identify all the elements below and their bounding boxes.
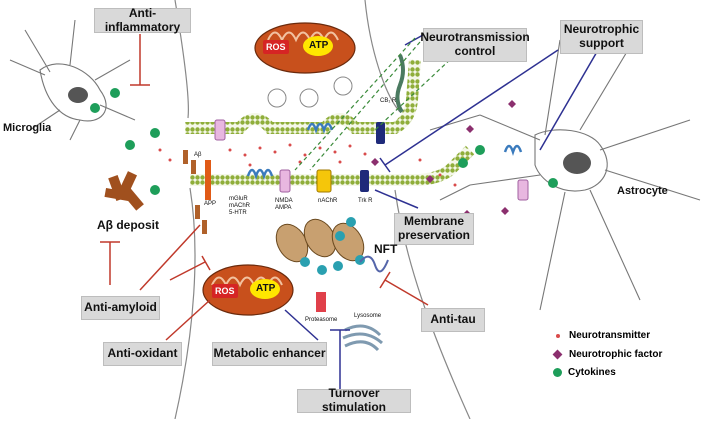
label-microglia: Microglia xyxy=(3,122,52,134)
label-trkr: Trk R xyxy=(358,198,373,204)
label-ros-top: ROS xyxy=(266,42,286,52)
legend-cytokines: Cytokines xyxy=(553,367,616,378)
label-astrocyte: Astrocyte xyxy=(617,185,668,197)
tau-tangles xyxy=(275,218,365,263)
nft-strands xyxy=(359,255,389,273)
legend-cytokines-label: Cytokines xyxy=(568,367,616,378)
legend-neurotrophic-factor-label: Neurotrophic factor xyxy=(569,349,663,360)
neurotrophic-legend-marker xyxy=(552,349,563,360)
neurotrophic-factor-marks xyxy=(371,100,516,218)
box-anti-inflammatory: Anti-inflammatory xyxy=(94,6,191,33)
receptor-nachr xyxy=(316,169,332,193)
microglia-cell xyxy=(9,19,136,141)
label-atp-top: ATP xyxy=(309,40,329,51)
neurotransmission-dashed xyxy=(294,37,456,171)
label-abeta: Aβ xyxy=(194,152,202,158)
box-neurotransmission-control: Neurotransmission control xyxy=(420,28,530,62)
proteasome xyxy=(316,292,326,312)
label-proteasome: Proteasome xyxy=(305,317,338,323)
box-turnover-stimulation: Turnover stimulation xyxy=(297,386,411,414)
neurotransmitter-legend-marker xyxy=(556,333,560,338)
label-lysosome: Lysosome xyxy=(354,313,382,319)
label-nachr: nAChR xyxy=(318,198,338,204)
cytokine-legend-marker xyxy=(553,368,562,377)
receptor-astro-pink xyxy=(517,179,529,201)
legend-neurotrophic-factor: Neurotrophic factor xyxy=(552,349,663,360)
box-anti-amyloid: Anti-amyloid xyxy=(81,296,160,320)
abeta-fragments xyxy=(183,150,207,234)
receptor-mglur xyxy=(246,168,274,180)
mitochondrion-bottom xyxy=(202,264,294,316)
receptor-trkr xyxy=(360,170,369,192)
inhibition-lines xyxy=(100,34,429,341)
box-anti-oxidant: Anti-oxidant xyxy=(103,342,182,366)
lysosome xyxy=(342,324,383,352)
label-ampa: AMPA xyxy=(275,205,292,211)
receptor-pre-blue xyxy=(306,122,334,134)
receptor-pre-pink xyxy=(214,119,226,141)
support-lines xyxy=(284,34,599,390)
receptor-astro-blue xyxy=(503,144,523,156)
label-5htr: 5-HTR xyxy=(229,210,247,216)
label-atp-bottom: ATP xyxy=(256,283,276,294)
app-protein xyxy=(205,160,211,200)
label-cb1r: CB₁ R xyxy=(380,98,397,104)
legend-neurotransmitter-label: Neurotransmitter xyxy=(569,330,651,341)
postsynaptic-neuron-outline xyxy=(174,187,196,420)
presynaptic-membrane xyxy=(185,59,421,134)
astrocyte-cell xyxy=(429,29,701,311)
receptor-nmda xyxy=(279,169,291,193)
receptor-cb1r xyxy=(395,54,405,114)
legend-neurotransmitter: Neurotransmitter xyxy=(553,330,650,341)
box-membrane-preservation: Membrane preservation xyxy=(394,213,474,245)
postsynaptic-membrane xyxy=(190,145,475,186)
presynaptic-neuron-outline xyxy=(364,0,401,113)
label-app: APP xyxy=(204,201,217,207)
abeta-deposit xyxy=(104,171,144,211)
receptor-trkr-pre xyxy=(376,122,385,144)
box-neurotrophic-support: Neurotrophic support xyxy=(560,20,643,54)
label-machr: mAChR xyxy=(229,203,251,209)
label-ros-bottom: ROS xyxy=(215,286,235,296)
cytokine-marks xyxy=(90,88,558,195)
label-abeta-deposit: Aβ deposit xyxy=(97,218,159,232)
mitochondrion-top xyxy=(254,22,356,74)
neurotransmitter-dots xyxy=(158,143,457,187)
phospho-groups xyxy=(300,217,365,275)
box-anti-tau: Anti-tau xyxy=(421,308,485,332)
synaptic-vesicles xyxy=(267,76,353,108)
label-nmda: NMDA xyxy=(275,198,293,204)
label-mglur: mGluR xyxy=(229,196,248,202)
box-metabolic-enhancer: Metabolic enhancer xyxy=(212,342,327,366)
label-nft: NFT xyxy=(374,242,398,256)
